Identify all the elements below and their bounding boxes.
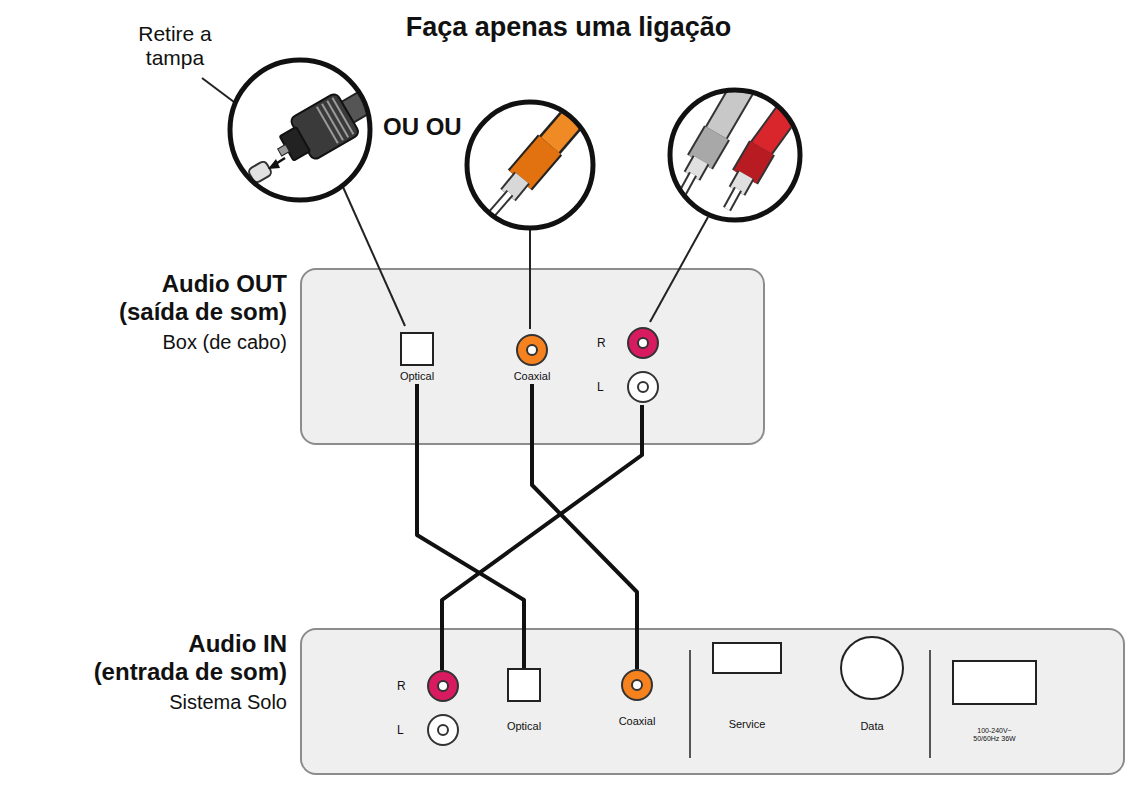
channel-label: L <box>397 723 421 737</box>
port-label: Optical <box>400 370 434 382</box>
jack-center <box>437 680 449 692</box>
panel-heading: Audio IN (entrada de som) Sistema Solo <box>47 630 287 714</box>
audio-cable <box>442 405 642 670</box>
service-socket <box>712 642 782 674</box>
stereo-rca-port: RL <box>597 327 662 403</box>
rca-plugs-magnifier <box>670 75 800 220</box>
port-label: Coaxial <box>619 715 656 727</box>
rca-jack <box>427 670 459 702</box>
annotation-label: Retire a tampa <box>120 22 230 70</box>
rca-jack <box>621 669 653 701</box>
optical-plug-magnifier <box>230 49 435 200</box>
jack-center <box>637 381 649 393</box>
data-socket <box>840 636 904 700</box>
panel-dividers <box>690 650 930 758</box>
power-inlet <box>952 660 1037 705</box>
stereo-rca-port: RL <box>397 670 462 746</box>
channel-row: R <box>397 670 459 702</box>
jack-center <box>637 337 649 349</box>
device-panel: Audio IN (entrada de som)Sistema SoloRLO… <box>300 628 1125 775</box>
title-line: (saída de som) <box>47 298 287 326</box>
panel-subtitle: Sistema Solo <box>47 691 287 714</box>
title-line: Audio IN <box>47 630 287 658</box>
panel-title: Audio OUT (saída de som) <box>47 270 287 325</box>
channel-label: L <box>597 380 621 394</box>
rca-jack <box>427 714 459 746</box>
jack-center <box>631 679 643 691</box>
title-line: (entrada de som) <box>47 658 287 686</box>
panel-heading: Audio OUT (saída de som) Box (de cabo) <box>47 270 287 354</box>
rca-jack <box>627 371 659 403</box>
optical-socket <box>507 668 541 702</box>
optical-port: Optical <box>499 668 549 732</box>
coaxial-port: Coaxial <box>607 669 667 727</box>
channel-row: L <box>397 714 459 746</box>
channel-row: L <box>597 371 659 403</box>
audio-cable <box>417 384 524 668</box>
panel-subtitle: Box (de cabo) <box>47 331 287 354</box>
audio-cable <box>532 384 637 669</box>
port-label: Optical <box>507 720 541 732</box>
channel-label: R <box>397 679 421 693</box>
optical-socket <box>400 332 434 366</box>
coaxial-port: Coaxial <box>502 334 562 382</box>
coaxial-plug-magnifier <box>467 75 610 228</box>
annotation-label: OU OU <box>383 113 462 141</box>
service-port: Service <box>702 642 792 730</box>
port-label: Data <box>860 720 883 732</box>
data-port: Data <box>827 636 917 732</box>
rca-jack <box>516 334 548 366</box>
panel-title: Audio IN (entrada de som) <box>47 630 287 685</box>
jack-center <box>437 724 449 736</box>
power-socket: 100-240V~ 50/60Hz 36W <box>947 660 1042 743</box>
port-label: 100-240V~ 50/60Hz 36W <box>964 727 1026 743</box>
rca-jack <box>627 327 659 359</box>
title-line: Audio OUT <box>47 270 287 298</box>
jack-center <box>526 344 538 356</box>
channel-row: R <box>597 327 659 359</box>
port-label: Coaxial <box>514 370 551 382</box>
optical-port: Optical <box>392 332 442 382</box>
port-label: Service <box>729 718 766 730</box>
channel-label: R <box>597 336 621 350</box>
